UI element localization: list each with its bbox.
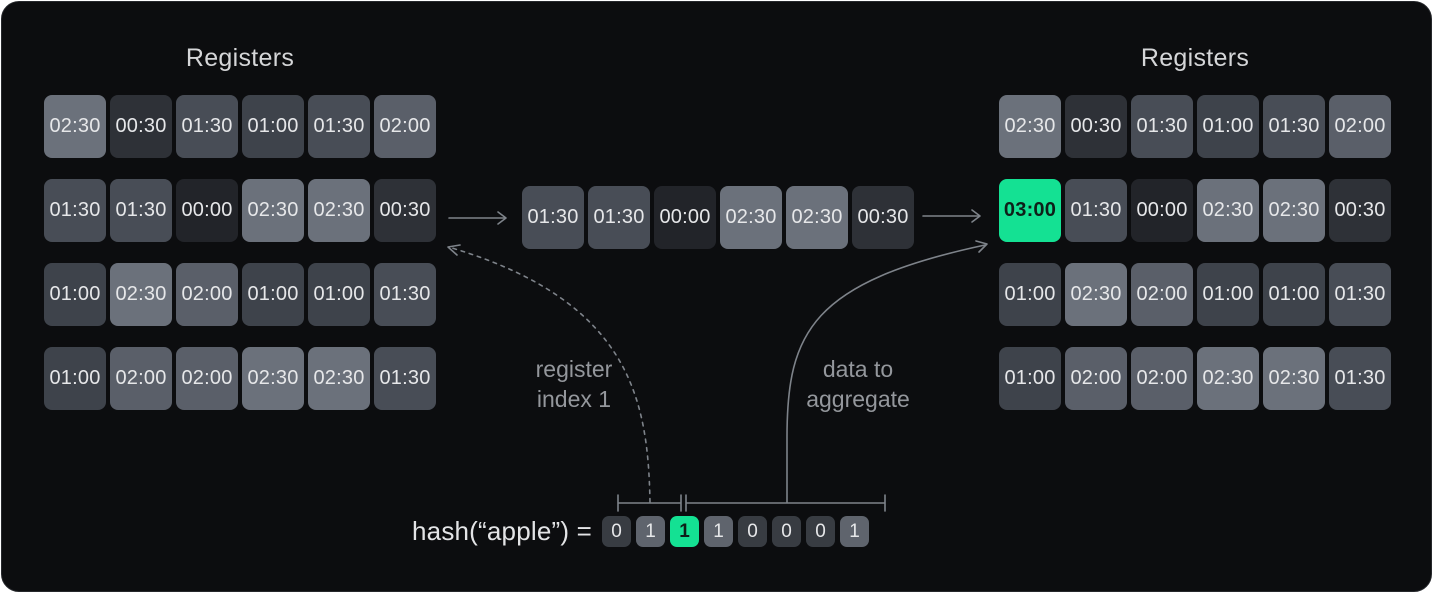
register-cell: 02:00 xyxy=(1131,347,1193,410)
register-cell: 02:30 xyxy=(110,263,172,326)
register-cell: 01:30 xyxy=(44,179,106,242)
register-cell: 00:00 xyxy=(1131,179,1193,242)
data-bits-bracket-icon xyxy=(685,494,886,512)
register-cell: 02:30 xyxy=(1263,347,1325,410)
left-registers-title: Registers xyxy=(185,44,295,72)
register-cell: 02:30 xyxy=(1263,179,1325,242)
register-cell: 00:00 xyxy=(176,179,238,242)
register-cell: 02:00 xyxy=(1065,347,1127,410)
register-cell: 01:00 xyxy=(1263,263,1325,326)
hash-bit: 0 xyxy=(806,516,836,547)
register-cell: 01:00 xyxy=(242,95,304,158)
register-cell: 01:30 xyxy=(1131,95,1193,158)
register-cell: 01:30 xyxy=(1263,95,1325,158)
register-cell: 02:00 xyxy=(176,263,238,326)
data-to-aggregate-label: data to aggregate xyxy=(806,356,910,412)
register-cell: 02:30 xyxy=(308,347,370,410)
register-cell: 00:30 xyxy=(1065,95,1127,158)
register-cell: 02:00 xyxy=(374,95,436,158)
register-cell: 01:00 xyxy=(1197,95,1259,158)
register-cell: 01:30 xyxy=(176,95,238,158)
register-cell: 01:30 xyxy=(374,263,436,326)
register-cell-updated: 03:00 xyxy=(999,179,1061,242)
register-cell: 02:30 xyxy=(242,179,304,242)
register-cell: 01:00 xyxy=(242,263,304,326)
hash-bit: 1 xyxy=(704,516,734,547)
register-cell: 00:30 xyxy=(374,179,436,242)
register-cell: 00:30 xyxy=(110,95,172,158)
register-cell: 02:00 xyxy=(1329,95,1391,158)
register-cell: 01:30 xyxy=(374,347,436,410)
register-cell: 01:30 xyxy=(308,95,370,158)
register-cell: 01:00 xyxy=(308,263,370,326)
register-cell: 02:00 xyxy=(176,347,238,410)
register-cell: 01:30 xyxy=(1329,263,1391,326)
register-cell: 00:30 xyxy=(852,186,914,249)
register-cell: 01:30 xyxy=(588,186,650,249)
register-cell: 01:00 xyxy=(999,263,1061,326)
hash-bit: 1 xyxy=(840,516,870,547)
register-cell: 01:00 xyxy=(999,347,1061,410)
register-index-label: register index 1 xyxy=(535,356,613,412)
register-cell: 02:30 xyxy=(1197,347,1259,410)
hash-label: hash(“apple”) = xyxy=(412,516,593,546)
register-cell: 02:00 xyxy=(1131,263,1193,326)
register-cell: 02:00 xyxy=(110,347,172,410)
register-cell: 01:00 xyxy=(44,347,106,410)
arrow-middle-to-right-grid-icon xyxy=(922,209,981,223)
register-cell: 01:30 xyxy=(522,186,584,249)
register-cell: 01:00 xyxy=(44,263,106,326)
register-cell: 00:30 xyxy=(1329,179,1391,242)
register-cell: 01:30 xyxy=(1329,347,1391,410)
right-registers-title: Registers xyxy=(1140,44,1250,72)
hash-bit: 0 xyxy=(738,516,768,547)
register-cell: 01:30 xyxy=(1065,179,1127,242)
index-bits-bracket-icon xyxy=(617,494,682,512)
register-cell: 02:30 xyxy=(242,347,304,410)
register-cell: 01:00 xyxy=(1197,263,1259,326)
hash-bit: 1 xyxy=(636,516,666,547)
register-cell: 02:30 xyxy=(44,95,106,158)
hash-bit: 0 xyxy=(772,516,802,547)
register-cell: 02:30 xyxy=(720,186,782,249)
hash-bit: 0 xyxy=(602,516,632,547)
register-cell: 02:30 xyxy=(308,179,370,242)
hash-bit-highlighted: 1 xyxy=(670,516,700,547)
register-cell: 00:00 xyxy=(654,186,716,249)
register-cell: 02:30 xyxy=(999,95,1061,158)
register-cell: 02:30 xyxy=(1197,179,1259,242)
register-cell: 02:30 xyxy=(1065,263,1127,326)
arrow-left-grid-to-middle-icon xyxy=(448,211,507,225)
register-cell: 01:30 xyxy=(110,179,172,242)
register-cell: 02:30 xyxy=(786,186,848,249)
